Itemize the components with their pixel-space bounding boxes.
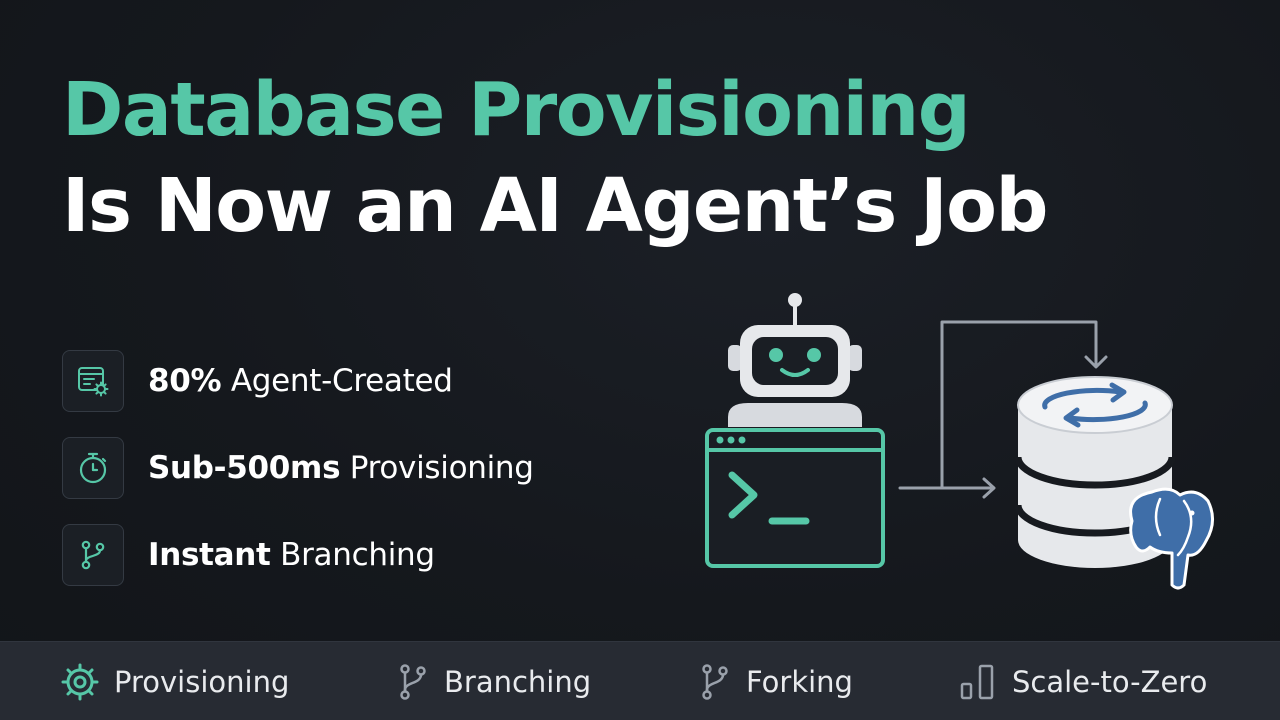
feature-branching: Instant Branching	[62, 523, 534, 587]
title-line-main: Is Now an AI Agent’s Job	[62, 163, 1048, 249]
feature-rest: Agent-Created	[221, 363, 453, 399]
feature-agent-created: 80% Agent-Created	[62, 349, 534, 413]
feature-bold: 80%	[148, 363, 222, 399]
bottom-label: Branching	[444, 664, 592, 699]
bottom-label: Scale-to-Zero	[1012, 664, 1208, 699]
bottom-item-forking: Forking	[698, 642, 853, 720]
scale-bars-icon	[960, 664, 994, 699]
feature-text: Instant Branching	[148, 537, 435, 573]
feature-bold: Sub-500ms	[148, 450, 341, 486]
bottom-feature-bar: Provisioning Branching Forking	[0, 641, 1280, 720]
page-title: Database Provisioning Is Now an AI Agent…	[62, 62, 1048, 254]
feature-provisioning-speed: Sub-500ms Provisioning	[62, 436, 534, 500]
bottom-label: Provisioning	[114, 664, 290, 699]
feature-text: 80% Agent-Created	[148, 363, 453, 399]
branch-icon	[62, 524, 124, 586]
branch-icon	[400, 663, 426, 700]
title-line-accent: Database Provisioning	[62, 67, 971, 153]
postgresql-elephant-icon	[1129, 487, 1214, 590]
stopwatch-icon	[62, 437, 124, 499]
gear-icon	[61, 663, 99, 700]
feature-text: Sub-500ms Provisioning	[148, 450, 534, 486]
bottom-item-provisioning: Provisioning	[60, 642, 289, 720]
bottom-label: Forking	[746, 664, 853, 699]
feature-bold: Instant	[148, 537, 271, 573]
bottom-item-branching: Branching	[396, 642, 591, 720]
terminal-icon	[705, 428, 885, 568]
illustration	[705, 293, 1214, 590]
robot-icon	[728, 293, 862, 427]
bottom-item-scale-to-zero: Scale-to-Zero	[958, 642, 1207, 720]
feature-rest: Provisioning	[340, 450, 534, 486]
database-settings-icon	[62, 350, 124, 412]
feature-rest: Branching	[270, 537, 435, 573]
feature-list: 80% Agent-Created Sub-500ms Provisioning	[62, 349, 534, 610]
fork-icon	[702, 663, 728, 700]
flow-arrows	[898, 320, 1108, 499]
